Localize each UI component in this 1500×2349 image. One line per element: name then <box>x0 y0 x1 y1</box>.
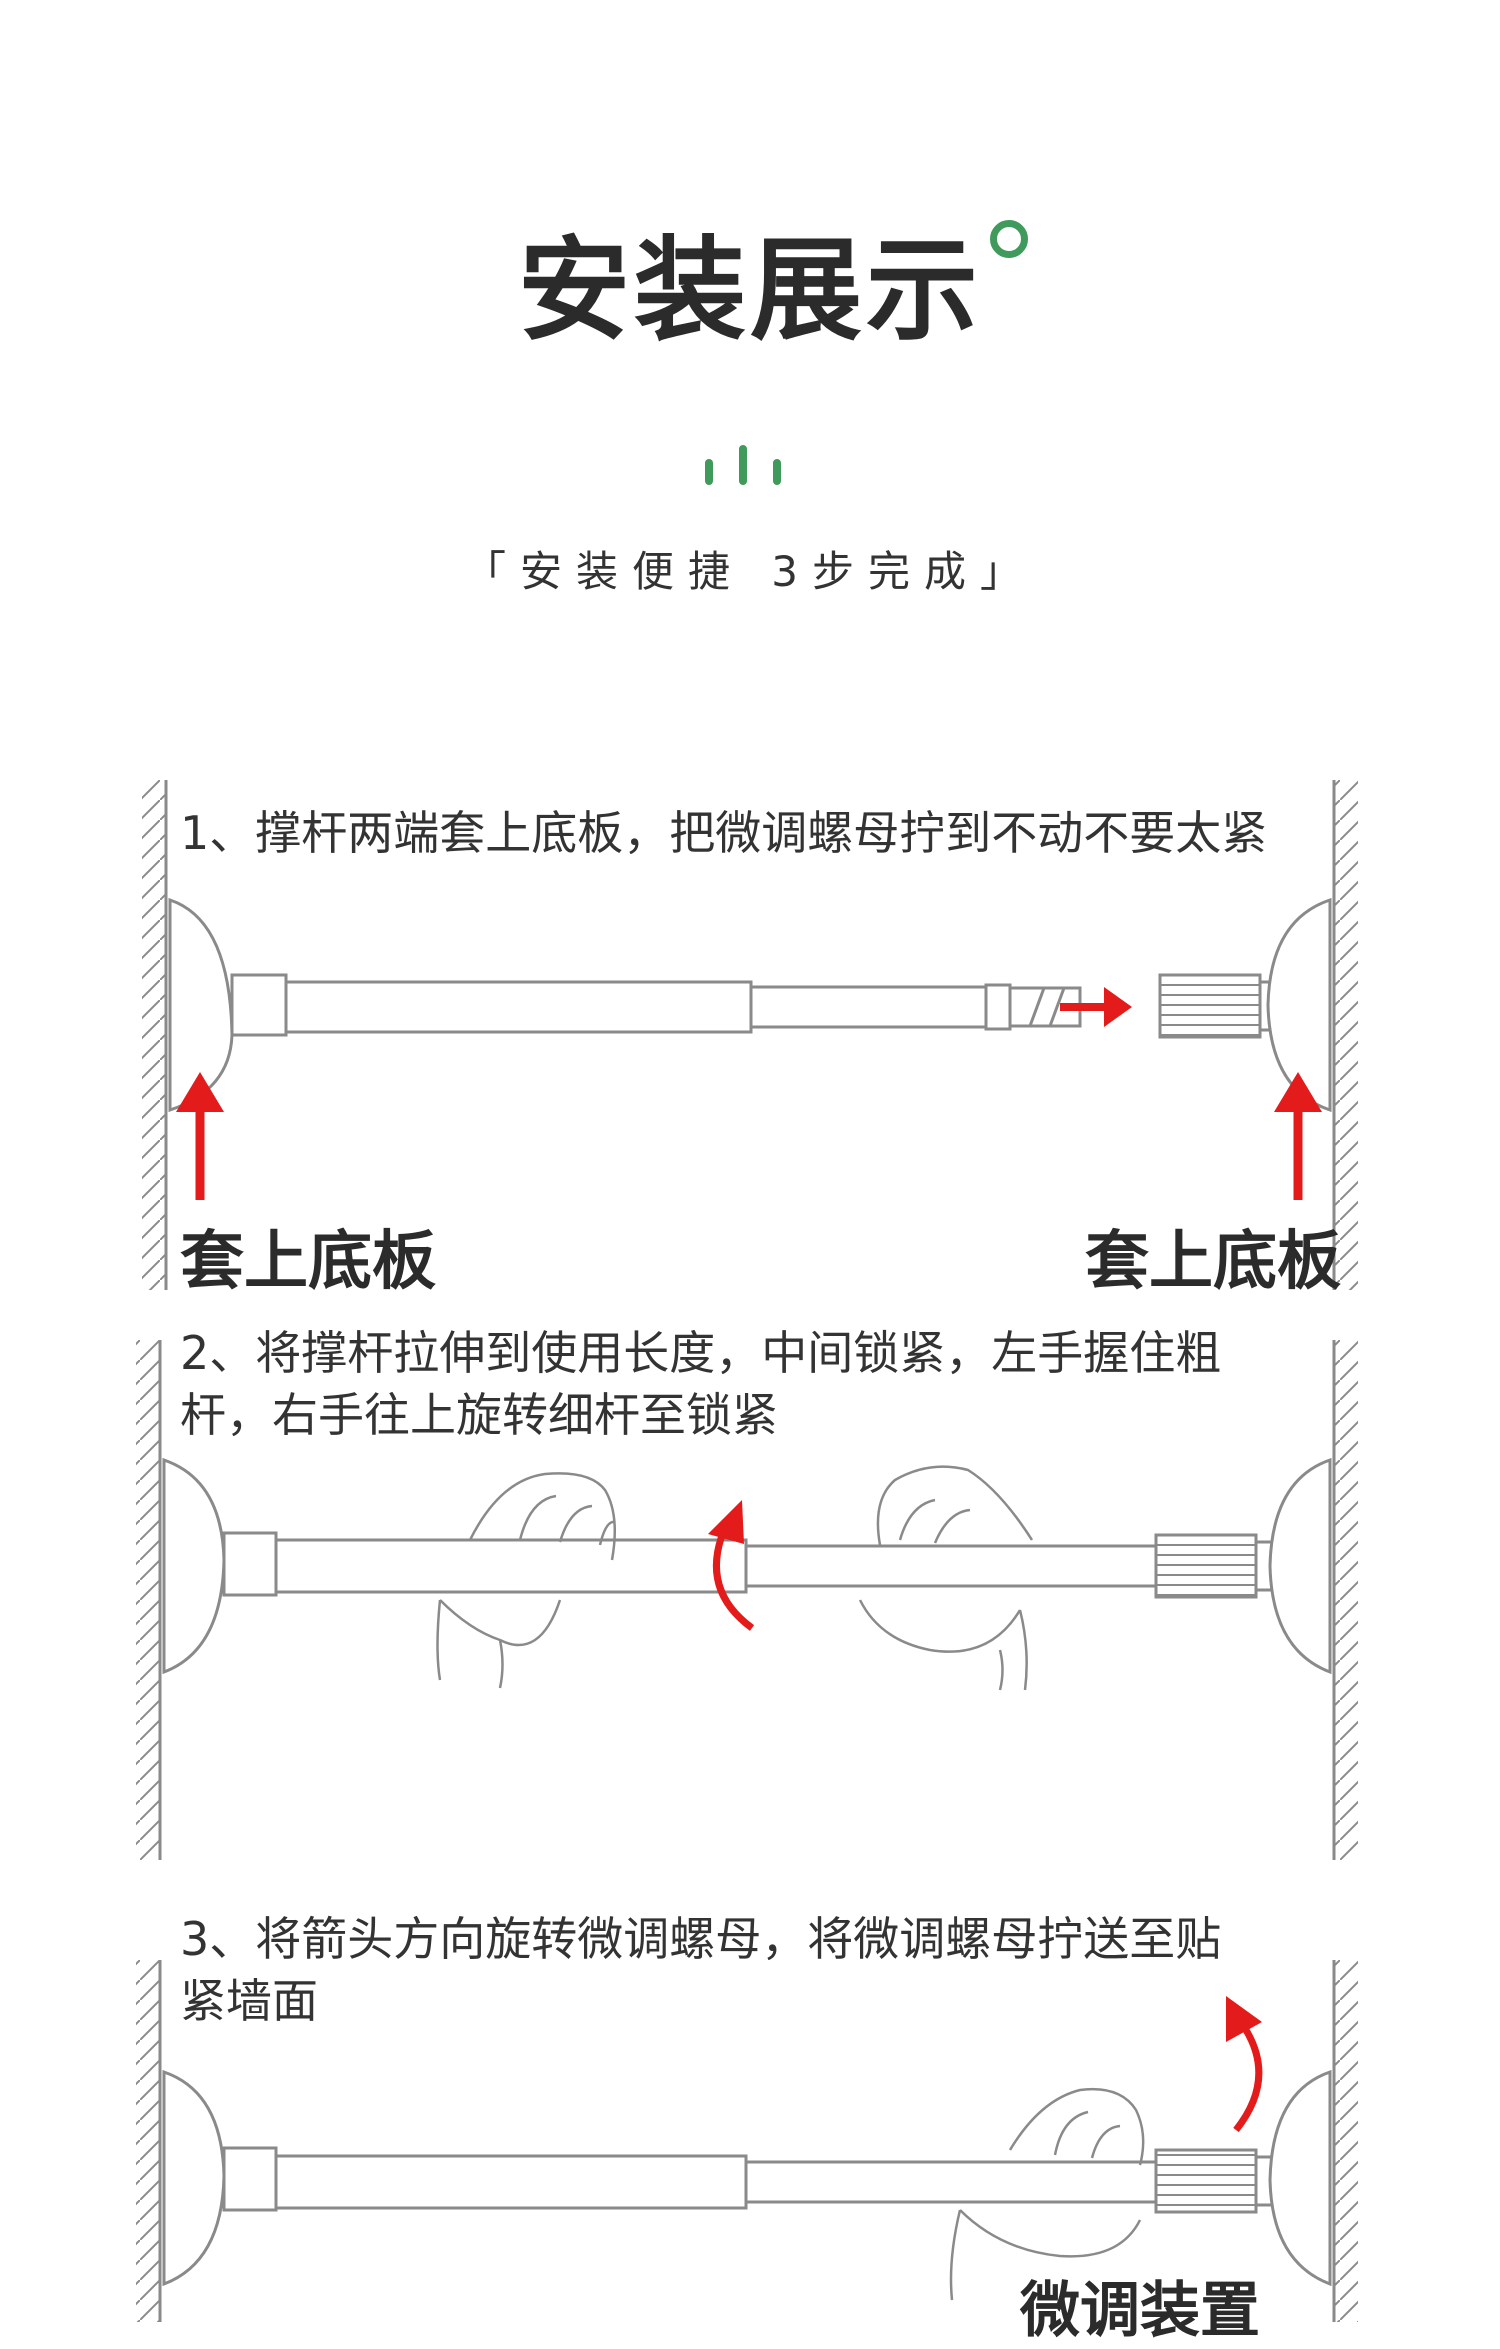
thick-tube <box>284 980 753 1034</box>
right-wall <box>1334 780 1358 1290</box>
hand-on-nut-illustration <box>949 2088 1145 2301</box>
thin-tube <box>744 2160 1158 2204</box>
ring-decoration-icon <box>990 220 1028 258</box>
left-wall <box>136 1960 160 2322</box>
rotate-arrow-icon <box>1226 1996 1263 2133</box>
step3-instruction: 3、将箭头方向旋转微调螺母，将微调螺母拧送至贴紧墙面 <box>180 1912 1222 2028</box>
fine-tune-nut <box>1154 2148 1258 2214</box>
page-title: 安装展示 <box>518 226 982 356</box>
page-subtitle: 「安装便捷 3步完成」 <box>463 547 1037 596</box>
arrow-up-right-icon <box>1274 1072 1322 1200</box>
step2-illustration <box>136 1340 1358 1860</box>
right-hand-illustration <box>858 1465 1034 1691</box>
left-hand-illustration <box>436 1472 617 1689</box>
arrow-up-left-icon <box>176 1072 224 1200</box>
step2-instruction: 2、将撑杆拉伸到使用长度，中间锁紧，左手握住粗杆，右手往上旋转细杆至锁紧 <box>180 1326 1222 1442</box>
left-base-label: 套上底板 <box>180 1225 436 1299</box>
thin-tube <box>744 1544 1158 1588</box>
thin-tube <box>749 985 988 1029</box>
rotate-arrow-icon <box>708 1500 755 1631</box>
left-wall <box>142 780 166 1290</box>
bars-decoration-icon <box>705 445 785 485</box>
fine-tune-nut <box>1158 973 1262 1039</box>
right-base-label: 套上底板 <box>1085 1225 1341 1299</box>
step1-instruction: 1、撑杆两端套上底板，把微调螺母拧到不动不要太紧 <box>180 806 1268 860</box>
fine-tune-label: 微调装置 <box>1020 2276 1260 2346</box>
right-wall <box>1334 1340 1358 1860</box>
left-wall <box>136 1340 160 1860</box>
thick-tube <box>274 2154 748 2210</box>
step1-illustration <box>142 780 1358 1290</box>
thick-tube <box>274 1538 748 1594</box>
arrow-right-icon <box>1060 987 1132 1027</box>
right-wall <box>1334 1960 1358 2322</box>
step3-illustration <box>136 1960 1358 2322</box>
